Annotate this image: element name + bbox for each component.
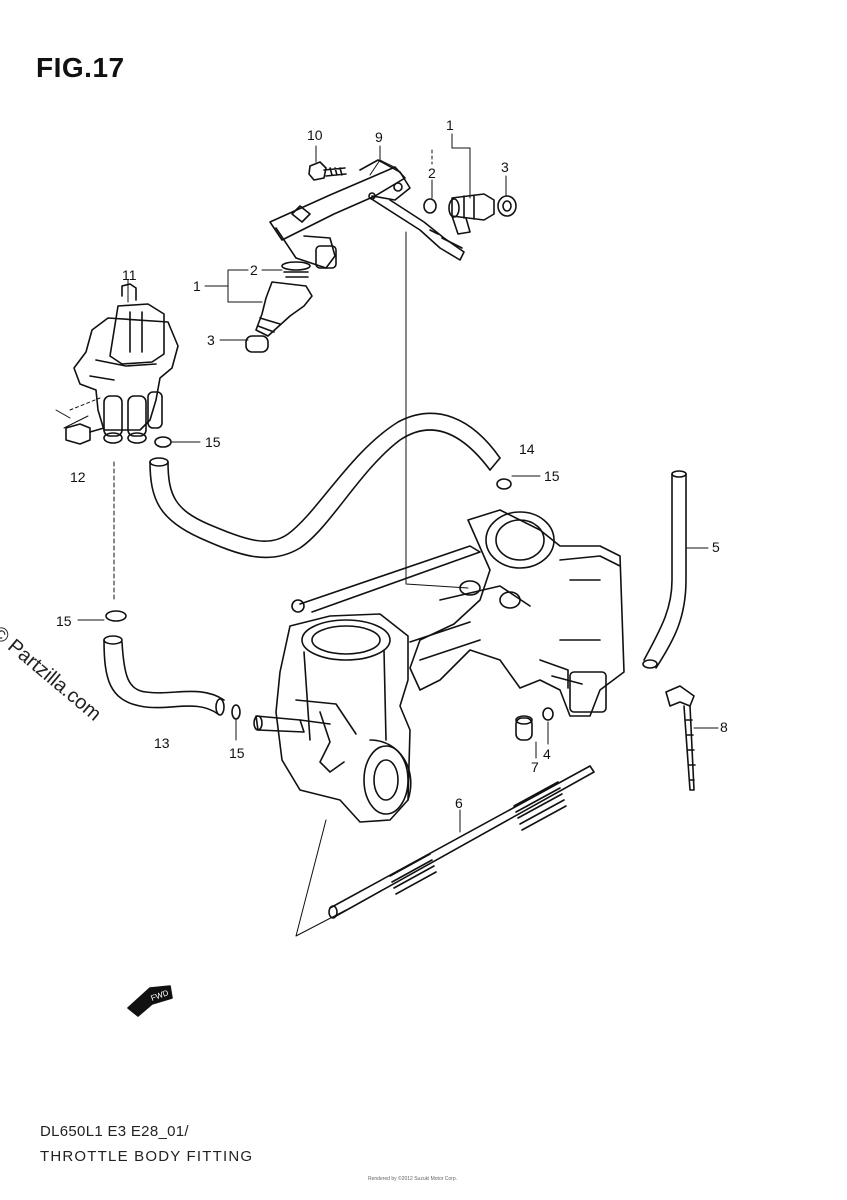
callout-11: 11: [122, 267, 137, 283]
hose-13: [103, 635, 225, 716]
callout-7: 7: [531, 759, 539, 775]
o-ring-2-top: [423, 198, 437, 214]
callout-14: 14: [519, 441, 535, 457]
callout-12: 12: [70, 469, 86, 485]
fuel-delivery-pipe: [269, 159, 465, 269]
callout-2-top: 2: [428, 165, 436, 181]
callout-15-c: 15: [56, 613, 72, 629]
callout-15-d: 15: [229, 745, 245, 761]
fuel-injector-top: [448, 193, 495, 235]
figure-title: FIG.17: [36, 52, 125, 83]
throttle-shaft-6: [328, 765, 595, 919]
callout-6: 6: [455, 795, 463, 811]
air-valve-assembly: [65, 283, 179, 445]
callout-13: 13: [154, 735, 170, 751]
sync-link-rod: [291, 545, 531, 661]
bolt-10: [308, 161, 347, 181]
throttle-body-rear: [409, 509, 625, 717]
o-ring-15-c: [105, 610, 127, 622]
hose-14: [149, 412, 501, 559]
callout-labels: 1 2 3 9 10 1 2 3 11 12 15 14 15 5 15 13 …: [56, 117, 728, 811]
o-ring-15-d: [231, 704, 241, 720]
clip-4: [542, 707, 554, 721]
o-ring-15-a: [154, 436, 172, 448]
cable-tie-8: [665, 685, 696, 791]
callout-15-a: 15: [205, 434, 221, 450]
callout-1-left: 1: [193, 278, 201, 294]
callout-2-left: 2: [250, 262, 258, 278]
spacer-7: [515, 715, 533, 741]
diagram-caption: THROTTLE BODY FITTING: [40, 1148, 254, 1165]
throttle-body-front: [253, 613, 412, 823]
callout-3-left: 3: [207, 332, 215, 348]
callout-4: 4: [543, 746, 551, 762]
copyright-note: Rendered by ©2012 Suzuki Motor Corp.: [368, 1176, 458, 1182]
callout-3-top: 3: [501, 159, 509, 175]
callout-9: 9: [375, 129, 383, 145]
hose-5: [642, 470, 687, 669]
leader-lines: [55, 133, 719, 937]
callout-8: 8: [720, 719, 728, 735]
callout-5: 5: [712, 539, 720, 555]
callout-10: 10: [307, 127, 323, 143]
o-ring-15-b: [496, 478, 512, 490]
callout-15-b: 15: [544, 468, 560, 484]
callout-1-top: 1: [446, 117, 454, 133]
model-code: DL650L1 E3 E28_01/: [40, 1123, 189, 1140]
cushion-3-top: [497, 195, 517, 217]
forward-arrow-icon: [127, 985, 173, 1017]
fuel-injector-left: [245, 261, 313, 353]
